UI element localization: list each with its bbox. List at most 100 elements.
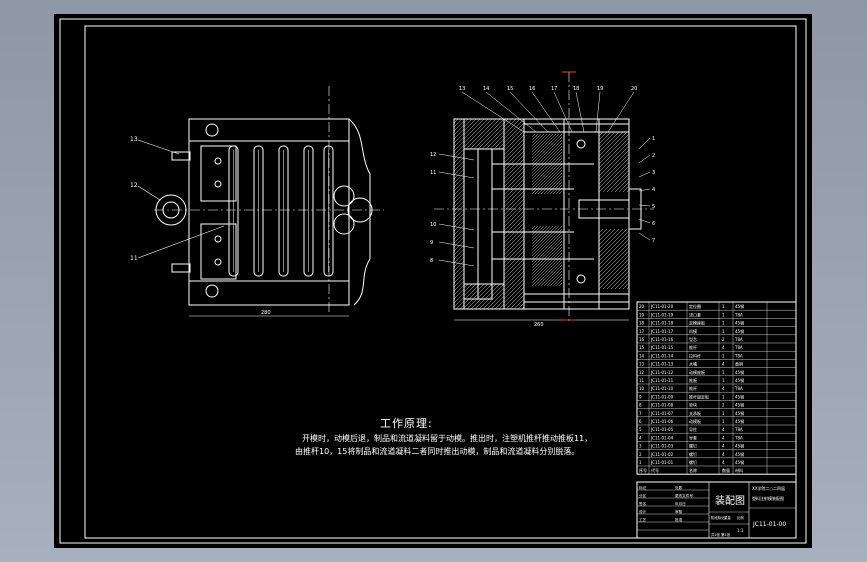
bom-cell: 1 (722, 370, 725, 375)
stage-label: 重量 (724, 515, 731, 520)
bom-cell: 1 (722, 378, 725, 383)
left-screw-hole (214, 258, 222, 266)
part-label: 6 (652, 221, 655, 227)
hatch-line (504, 146, 524, 168)
hatch-line (454, 192, 464, 204)
hatch-line (540, 264, 562, 286)
bom-cell: 5 (639, 427, 642, 432)
hatch-region (599, 132, 629, 192)
hatch-line (532, 226, 536, 230)
hatch-line (540, 172, 562, 194)
bom-cell: 3 (639, 444, 642, 449)
stage-label: 比例 (737, 515, 744, 520)
hatch-line (464, 119, 477, 132)
hatch-line (626, 286, 629, 289)
spacer-block-top (463, 118, 505, 150)
bom-cell: 10 (639, 386, 645, 391)
bom-cell: 9 (639, 394, 642, 399)
hatch-line (504, 202, 524, 224)
bom-cell: JC11-01-15 (650, 345, 674, 350)
hatch-line (454, 284, 464, 296)
water-channel (576, 274, 586, 284)
hatch-line (504, 286, 524, 308)
ejector-plate (463, 148, 479, 300)
bom-cell: 动模板 (689, 418, 701, 424)
bom-cell: 4 (722, 444, 725, 449)
bom-cell: 4 (722, 452, 725, 457)
hatch-line (532, 134, 554, 156)
hatch-line (454, 248, 464, 260)
hatch-line (486, 291, 504, 309)
hatch-line (599, 145, 629, 177)
left-screw-hole (214, 157, 222, 165)
hatch-line (473, 119, 504, 149)
hatch-line (599, 229, 616, 246)
bom-cell: 推杆 (689, 385, 697, 391)
leader-line (638, 154, 651, 164)
title-block-cell: 设计 (639, 509, 647, 514)
hatch-line (532, 228, 562, 260)
part-label: 10 (430, 222, 436, 228)
bom-cell: 45钢 (735, 320, 744, 326)
bom-cell: JC11-01-13 (650, 362, 674, 367)
hatch-region (464, 119, 504, 149)
stage-label: 阶段标记 (711, 515, 725, 520)
hatch-line (532, 139, 562, 171)
hatch-line (532, 148, 562, 180)
left-core-block-top (200, 145, 237, 202)
leader-line (438, 259, 475, 267)
hatch-line (454, 292, 464, 304)
left-label-11: 11 (130, 255, 138, 262)
hatch-line (599, 229, 612, 242)
hatch-line (599, 229, 624, 254)
hatch-line (504, 154, 524, 176)
hatch-line (602, 165, 629, 192)
bom-cell: 16 (639, 337, 645, 342)
hatch-line (454, 200, 464, 212)
bom-cell: 定模座板 (689, 320, 705, 326)
leader-line (137, 185, 161, 201)
hatch-line (532, 136, 562, 168)
guide-pin-bottom (523, 293, 630, 303)
title-block-cell: 分区 (639, 493, 647, 498)
bom-cell: 导套 (689, 434, 697, 440)
hatch-line (537, 261, 562, 286)
title-block-cell: 签名 (639, 501, 647, 506)
hatch-line (599, 161, 629, 192)
hatch-line (454, 272, 464, 284)
hatch-line (454, 256, 464, 268)
hatch-line (549, 181, 562, 194)
hatch-line (599, 132, 608, 141)
left-break-line (348, 118, 371, 306)
bom-cell: 11 (639, 378, 645, 383)
bom-cell: 20 (639, 304, 645, 309)
hatch-line (532, 142, 562, 174)
bom-cell: 2 (639, 452, 642, 457)
bom-cell: 45钢 (735, 410, 744, 416)
bom-cell: 45钢 (735, 377, 744, 383)
bom-cell: 45钢 (735, 451, 744, 457)
notes-line-2: 由推杆10，15将制品和流道凝料二者同时推出动模，制品和流道凝料分别脱落。 (295, 447, 580, 456)
hatch-line (532, 134, 548, 150)
bom-cell: JC11-01-17 (650, 329, 674, 334)
right-view (434, 72, 654, 324)
hatch-line (532, 134, 560, 162)
bom-cell: 14 (639, 353, 645, 358)
hatch-line (454, 144, 464, 156)
hatch-line (532, 243, 562, 275)
hatch-line (497, 142, 504, 149)
left-top-strip (188, 118, 350, 142)
hatch-line (504, 214, 524, 236)
leader-line (638, 218, 651, 224)
hatch-line (454, 188, 464, 200)
bom-cell: T8A (734, 427, 743, 432)
outer-frame (59, 18, 807, 544)
hatch-line (610, 270, 629, 289)
hatch-line (504, 170, 524, 192)
bom-cell: 45钢 (735, 369, 744, 375)
title-block-cell: 更改文件号 (675, 493, 693, 498)
hatch-line (504, 142, 524, 164)
bom-cell: JC11-01-10 (650, 386, 674, 391)
left-water-nozzle-bottom (171, 263, 191, 273)
